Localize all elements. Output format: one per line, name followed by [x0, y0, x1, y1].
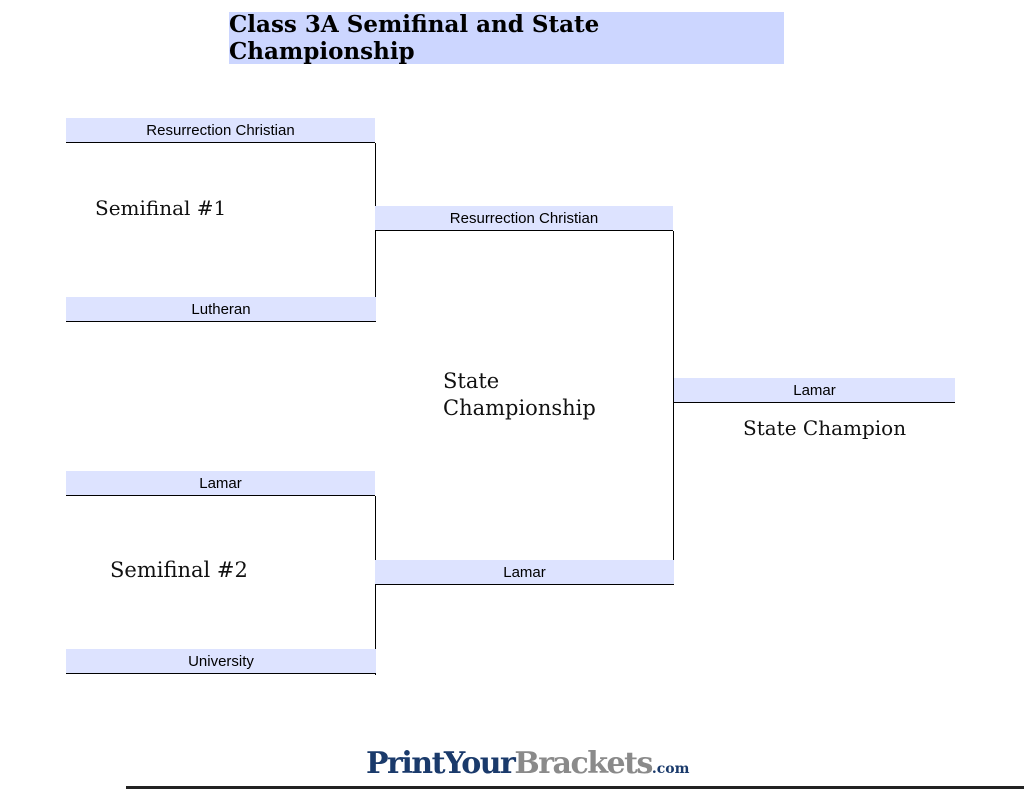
semifinal2-team1-slot[interactable]: Lamar: [66, 471, 375, 496]
semifinal1-label: Semifinal #1: [95, 196, 227, 220]
championship-label-line1: State: [443, 369, 500, 393]
semifinal1-team1-slot[interactable]: Resurrection Christian: [66, 118, 375, 143]
championship-team2-slot[interactable]: Lamar: [375, 560, 674, 585]
champion-slot[interactable]: Lamar: [674, 378, 955, 403]
bracket-line: [375, 143, 376, 322]
semifinal1-team2-slot[interactable]: Lutheran: [66, 297, 376, 322]
logo-part1: PrintYour: [366, 746, 516, 781]
page-divider: [126, 786, 1024, 789]
logo-part3: .com: [651, 761, 690, 777]
championship-label-line2: Championship: [443, 396, 596, 420]
semifinal2-label: Semifinal #2: [110, 558, 248, 582]
champion-label: State Champion: [743, 416, 907, 440]
page-title: Class 3A Semifinal and State Championshi…: [229, 11, 784, 65]
bracket-line: [673, 231, 674, 585]
printyourbrackets-logo: PrintYourBrackets.com: [366, 746, 689, 781]
bracket-line: [375, 496, 376, 675]
championship-team1-slot[interactable]: Resurrection Christian: [375, 206, 673, 231]
semifinal2-team2-slot[interactable]: University: [66, 649, 376, 674]
logo-part2: Brackets: [514, 746, 653, 781]
championship-label: State Championship: [443, 368, 596, 422]
